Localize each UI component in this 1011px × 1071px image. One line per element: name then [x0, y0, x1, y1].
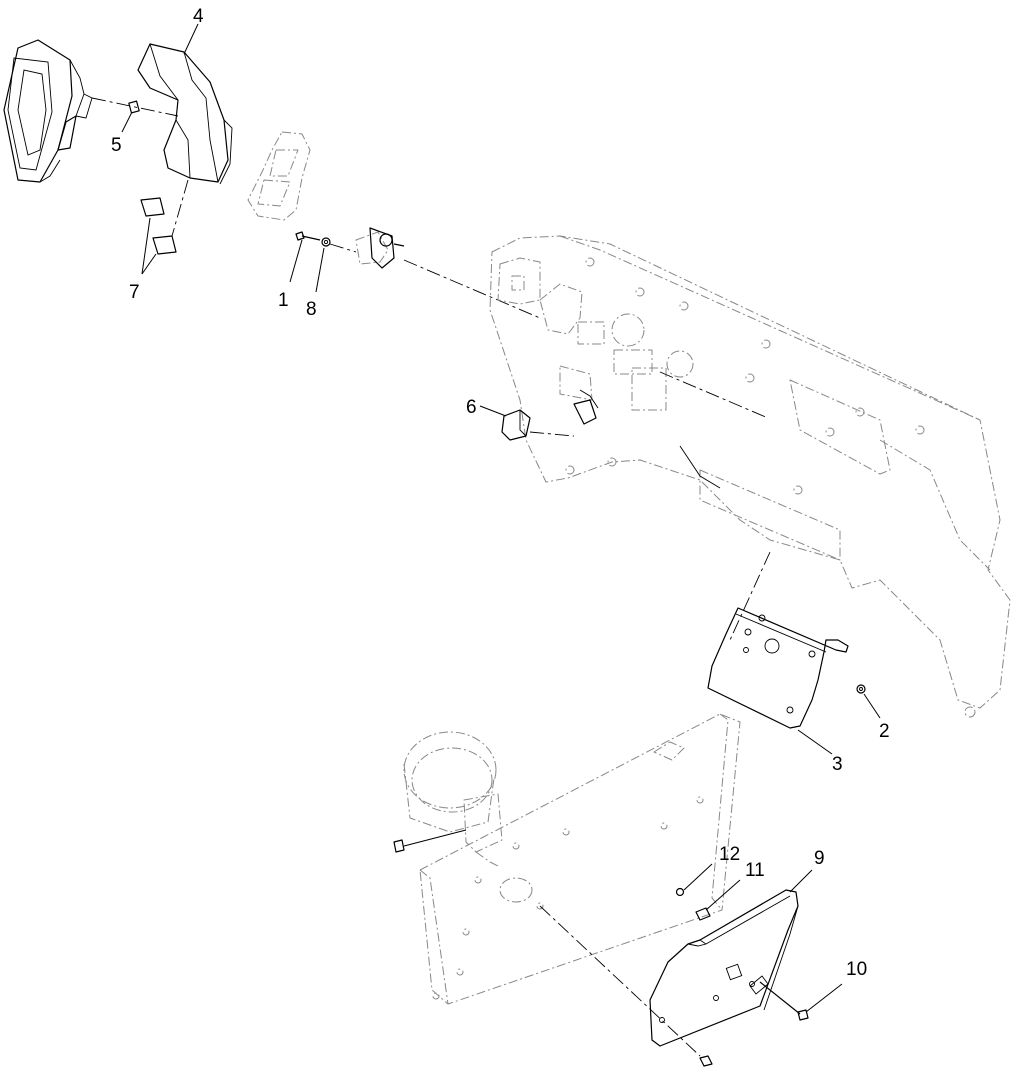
leader-lines [121, 23, 881, 1013]
relay-part-6 [501, 409, 531, 441]
callout-10: 10 [846, 959, 867, 980]
phantom-holder [247, 131, 311, 221]
callout-labels: 4 5 7 1 8 6 2 3 12 11 9 10 [111, 6, 890, 980]
nut-part-5 [128, 100, 140, 114]
spacer-part-11 [695, 907, 711, 921]
adhesive-pads [140, 197, 177, 255]
callout-9: 9 [814, 848, 825, 869]
nut-part-2 [856, 684, 866, 694]
callout-8: 8 [306, 299, 317, 320]
callout-11: 11 [745, 860, 765, 881]
callout-3: 3 [832, 754, 843, 775]
bracket-part-9 [649, 889, 799, 1047]
callout-5: 5 [111, 135, 122, 156]
dashboard-panel [489, 235, 1011, 718]
bolt-part-1 [295, 231, 321, 241]
screw-part-10 [759, 981, 809, 1021]
bolt-bottom [699, 1055, 713, 1067]
display-monitor [3, 39, 93, 183]
frame-plate [419, 713, 741, 1005]
callout-12: 12 [719, 844, 740, 865]
callout-7: 7 [129, 282, 140, 303]
washer-part-8 [321, 237, 331, 247]
callout-4: 4 [193, 6, 204, 27]
screw-left [393, 829, 467, 853]
cover-plate [707, 607, 849, 729]
callout-2: 2 [879, 721, 890, 742]
switch-assembly [355, 227, 405, 269]
clamp-ring [403, 731, 503, 867]
nut-part-12 [675, 887, 685, 897]
callout-6: 6 [466, 397, 477, 418]
callout-1: 1 [278, 290, 289, 311]
mount-bracket [137, 43, 233, 185]
